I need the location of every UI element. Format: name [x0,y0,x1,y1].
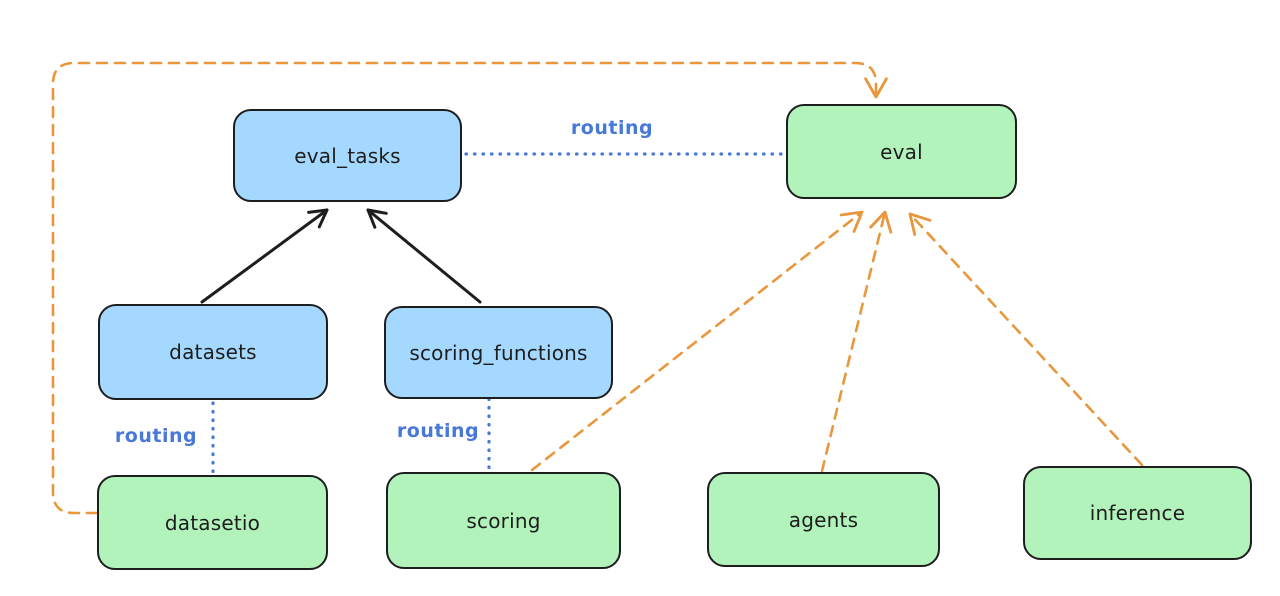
node-agents: agents [707,472,940,567]
edge-agents-to-eval [820,210,893,473]
node-eval-tasks-label: eval_tasks [294,143,401,168]
node-datasets: datasets [98,304,328,400]
routing-label-eval-tasks-eval: routing [570,117,654,139]
node-scoring: scoring [386,472,621,569]
node-scoring-functions-label: scoring_functions [409,340,588,365]
node-eval-tasks: eval_tasks [233,109,462,202]
node-agents-label: agents [788,507,859,532]
node-inference: inference [1023,466,1252,560]
routing-label-scoring-functions-scoring: routing [396,420,480,442]
node-eval: eval [786,104,1017,199]
node-eval-label: eval [880,139,923,164]
node-datasetio-label: datasetio [164,510,261,535]
edge-scoring-functions-to-eval-tasks [366,208,482,304]
routing-label-datasets-datasetio: routing [114,425,198,447]
node-inference-label: inference [1089,501,1186,525]
node-datasets-label: datasets [169,340,257,364]
edge-inference-to-eval [908,212,1144,467]
node-datasetio: datasetio [97,475,328,570]
node-scoring-functions: scoring_functions [384,306,613,399]
node-scoring-label: scoring [466,508,541,533]
edge-datasets-to-eval-tasks [200,208,329,304]
